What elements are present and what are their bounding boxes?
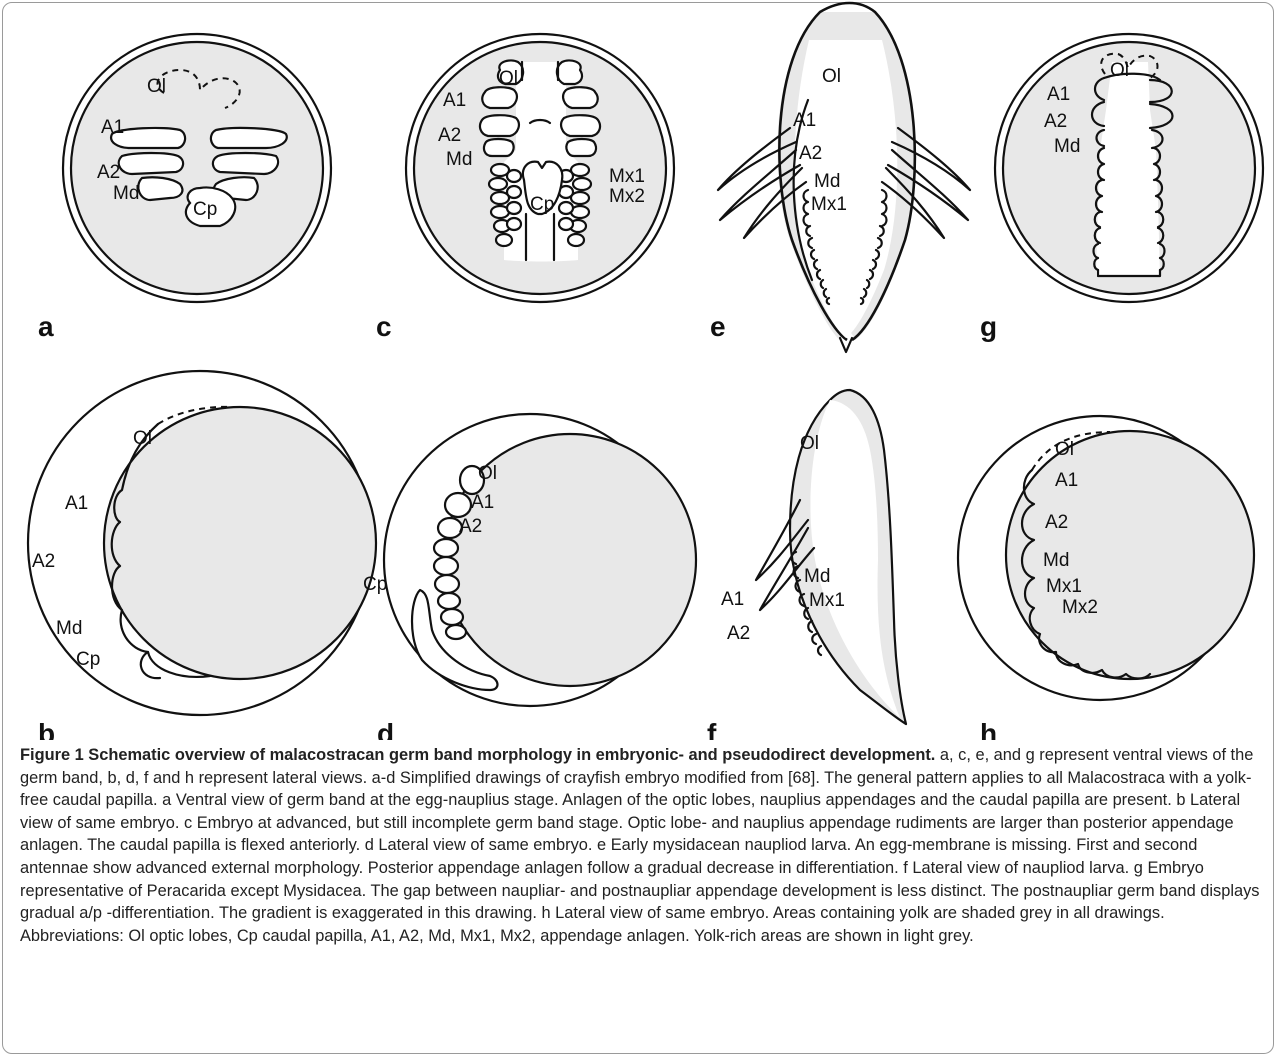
c-label-mx2: Mx2 <box>609 186 645 207</box>
panel-label-c: c <box>376 311 392 342</box>
c-label-md: Md <box>446 149 472 170</box>
panel-label-f: f <box>707 718 717 740</box>
panel-f-drawing: Ol A1 A2 Md Mx1 <box>721 390 906 724</box>
a-label-a1: A1 <box>101 117 124 138</box>
b-label-a2: A2 <box>32 551 55 572</box>
c-label-a1: A1 <box>443 90 466 111</box>
h-label-ol: Ol <box>1055 439 1074 460</box>
b-label-a1: A1 <box>65 493 88 514</box>
h-label-a2: A2 <box>1045 512 1068 533</box>
a-label-md: Md <box>113 183 139 204</box>
panel-c-drawing: Ol A1 A2 Md Mx1 Mx2 Cp <box>406 34 674 302</box>
e-label-a2: A2 <box>799 143 822 164</box>
f-label-a1: A1 <box>721 589 744 610</box>
panel-e-drawing: Ol A1 A2 Md Mx1 <box>718 3 970 352</box>
d-label-ol: Ol <box>478 463 497 484</box>
c-label-cp: Cp <box>530 194 554 215</box>
f-label-mx1: Mx1 <box>809 590 845 611</box>
g-label-a1: A1 <box>1047 84 1070 105</box>
panel-label-b: b <box>38 718 55 740</box>
d-label-a2: A2 <box>459 516 482 537</box>
b-label-cp: Cp <box>76 649 100 670</box>
h-label-mx1: Mx1 <box>1046 576 1082 597</box>
c-label-a2: A2 <box>438 125 461 146</box>
h-label-a1: A1 <box>1055 470 1078 491</box>
f-label-a2: A2 <box>727 623 750 644</box>
e-label-mx1: Mx1 <box>811 194 847 215</box>
e-label-ol: Ol <box>822 66 841 87</box>
panel-a-drawing: Ol A1 A2 Md Cp <box>63 34 331 302</box>
f-label-ol: Ol <box>800 433 819 454</box>
b-label-ol: Ol <box>133 428 152 449</box>
g-label-a2: A2 <box>1044 111 1067 132</box>
panel-b-drawing: Ol A1 A2 Md Cp <box>28 371 376 715</box>
a-label-ol: Ol <box>147 76 166 97</box>
panel-d-drawing: Ol A1 A2 Cp <box>363 414 696 706</box>
panel-label-h: h <box>980 718 997 740</box>
b-label-md: Md <box>56 618 82 639</box>
caption-title: Figure 1 Schematic overview of malacostr… <box>20 746 935 764</box>
h-label-md: Md <box>1043 550 1069 571</box>
a-label-cp: Cp <box>193 199 217 220</box>
g-label-ol: Ol <box>1110 60 1129 81</box>
panel-h-drawing: Ol A1 A2 Md Mx1 Mx2 <box>958 416 1254 700</box>
d-label-cp: Cp <box>363 574 387 595</box>
panel-label-g: g <box>980 311 997 342</box>
panel-g-drawing: Ol A1 A2 Md <box>995 34 1263 302</box>
h-label-mx2: Mx2 <box>1062 597 1098 618</box>
figure-caption: Figure 1 Schematic overview of malacostr… <box>20 744 1266 947</box>
d-label-a1: A1 <box>471 492 494 513</box>
c-label-ol: Ol <box>499 68 518 89</box>
panel-label-e: e <box>710 311 726 342</box>
panel-label-a: a <box>38 311 54 342</box>
f-label-md: Md <box>804 566 830 587</box>
c-label-mx1: Mx1 <box>609 166 645 187</box>
a-label-a2: A2 <box>97 162 120 183</box>
e-label-a1: A1 <box>793 110 816 131</box>
e-label-md: Md <box>814 171 840 192</box>
panel-label-d: d <box>377 718 394 740</box>
figure-illustration: Ol A1 A2 Md Cp <box>0 0 1282 740</box>
g-label-md: Md <box>1054 136 1080 157</box>
caption-text: a, c, e, and g represent ventral views o… <box>20 746 1259 945</box>
